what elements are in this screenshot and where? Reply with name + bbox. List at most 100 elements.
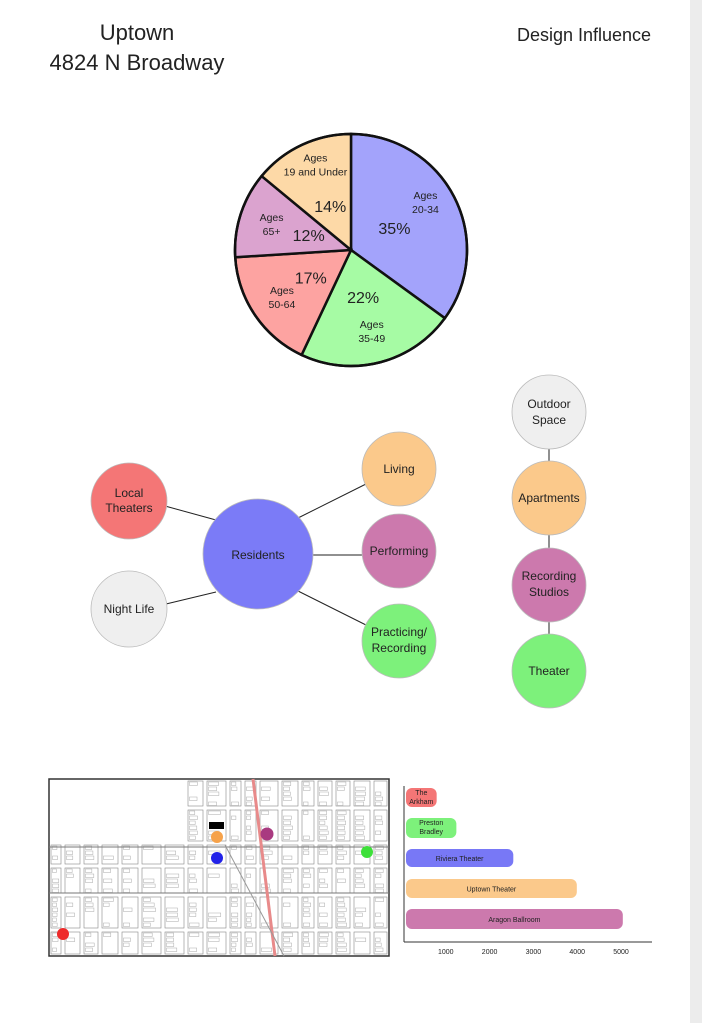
map-building: [52, 922, 58, 927]
map-building: [166, 907, 178, 912]
map-building: [375, 845, 384, 850]
map-building: [85, 878, 93, 883]
map-building: [375, 791, 382, 796]
map-building: [246, 902, 254, 907]
map-building: [283, 942, 292, 947]
map-building: [231, 932, 238, 937]
map-building: [189, 781, 198, 786]
page-margin: [690, 0, 702, 1023]
map-building: [231, 937, 238, 942]
map-building: [375, 855, 383, 860]
pie-slice-label: Ages: [360, 319, 384, 331]
pie-percent-label: 22%: [347, 290, 379, 307]
map-block: [317, 896, 333, 929]
map-block: [101, 896, 119, 929]
map-building: [375, 897, 384, 902]
map-building: [143, 897, 151, 902]
map-building: [303, 786, 311, 791]
map-rail-line: [251, 778, 277, 957]
map-building: [189, 820, 196, 825]
bar-label: Uptown Theater: [467, 887, 517, 894]
map-building: [283, 855, 293, 860]
map-block: [353, 780, 371, 807]
bar: [406, 879, 577, 898]
map-building: [337, 850, 347, 855]
map-building: [375, 796, 383, 801]
map-block: [121, 931, 139, 955]
map-building: [166, 912, 178, 917]
map-building: [189, 830, 198, 835]
map-building: [231, 845, 237, 850]
map-building: [375, 850, 383, 855]
map-building: [246, 937, 252, 942]
map-block: [101, 931, 119, 955]
map-block: [50, 844, 62, 865]
map-building: [66, 850, 73, 855]
map-building: [283, 786, 290, 791]
node-label: Recording: [372, 641, 427, 655]
map-block: [141, 844, 162, 865]
map-building: [52, 878, 60, 883]
pie-slice-label: 19 and Under: [284, 166, 348, 178]
map-building: [103, 878, 113, 883]
map-building: [375, 922, 384, 927]
map-building: [208, 786, 218, 791]
map-building: [189, 810, 196, 815]
map-building: [283, 815, 292, 820]
map-building: [303, 937, 310, 942]
map-block: [50, 896, 62, 929]
title-address: 4824 N Broadway: [50, 50, 225, 75]
x-tick-label: 3000: [526, 949, 542, 956]
map-block: [229, 780, 242, 807]
map-building: [166, 855, 179, 860]
map-block: [281, 809, 299, 842]
pie-outline: [233, 132, 469, 368]
map-building: [189, 855, 196, 860]
map-building: [319, 845, 328, 850]
map-building: [66, 902, 74, 907]
map-building: [319, 942, 328, 947]
map-building: [375, 868, 384, 873]
map-building: [66, 912, 75, 917]
map-building: [283, 868, 294, 873]
map-building: [337, 855, 345, 860]
map-building: [246, 855, 254, 860]
map-building: [246, 815, 251, 820]
map-building: [143, 932, 153, 937]
map-building: [143, 902, 155, 907]
node-night-life: [90, 570, 168, 648]
node-local-theaters: [90, 462, 168, 540]
map-building: [189, 878, 197, 883]
map-block: [373, 896, 388, 929]
map-building: [337, 815, 345, 820]
map-building: [283, 932, 293, 937]
map-building: [52, 912, 58, 917]
map-building: [208, 873, 220, 878]
bar-label: Aragon Ballroom: [488, 917, 540, 924]
map-building: [66, 937, 76, 942]
map-block: [229, 896, 242, 929]
map-building: [319, 830, 329, 835]
residents-diagram: Local Theaters Night Life Residents Livi…: [90, 431, 437, 679]
map-building: [166, 850, 177, 855]
map-building: [246, 801, 252, 806]
map-building: [166, 942, 175, 947]
pie-slice-label: 65+: [263, 226, 281, 238]
node-apartments: [511, 460, 587, 536]
map-building: [355, 801, 365, 806]
map-marker-riviera-theater: [211, 852, 223, 864]
map-building: [375, 873, 382, 878]
map-building: [189, 907, 197, 912]
map-building: [355, 835, 365, 840]
map-building: [375, 942, 382, 947]
map-block: [335, 896, 351, 929]
map-building: [303, 907, 310, 912]
map-building: [355, 791, 366, 796]
map-building: [319, 791, 329, 796]
node-label: Studios: [529, 585, 569, 599]
map-building: [52, 917, 57, 922]
map-building: [208, 917, 217, 922]
map-building: [337, 947, 347, 952]
map-building: [355, 825, 366, 830]
map-block: [206, 780, 227, 807]
